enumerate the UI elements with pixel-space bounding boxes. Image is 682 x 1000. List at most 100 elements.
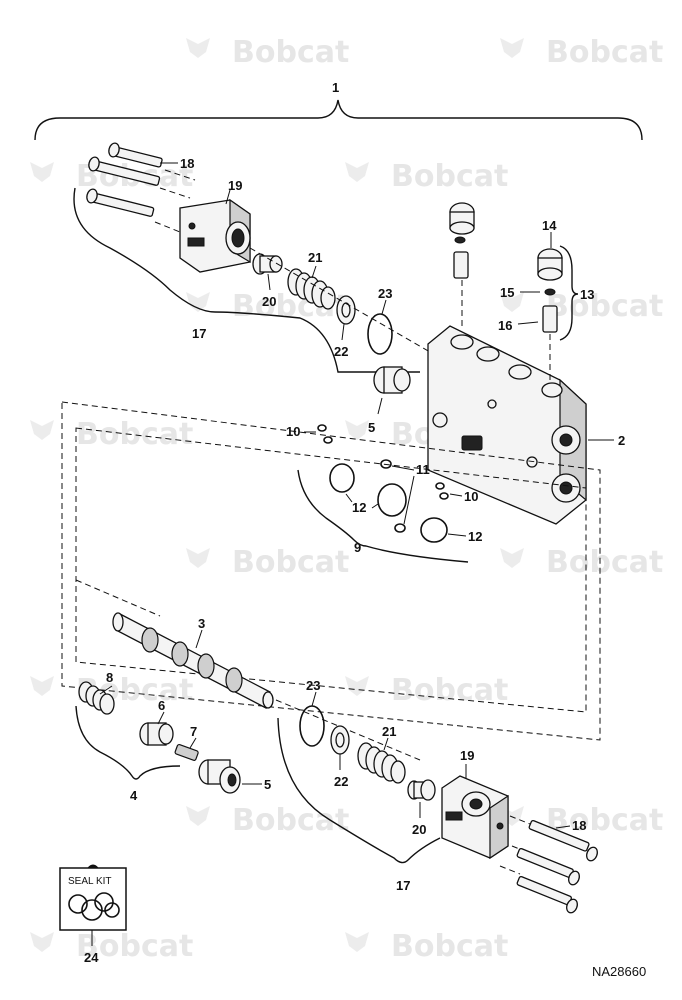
alignment-frame-outer <box>61 401 601 741</box>
plug-5-upper <box>373 366 411 394</box>
callout-10-lower: 10 <box>464 489 478 504</box>
leader-23-upper <box>381 299 387 315</box>
bolts-18-upper <box>86 142 196 233</box>
watermark-logo <box>186 38 210 58</box>
callout-13: 13 <box>580 287 594 302</box>
callout-21-upper: 21 <box>308 250 322 265</box>
callout-23-upper: 23 <box>378 286 392 301</box>
leader-11 <box>391 465 415 525</box>
leader-23-lower <box>311 691 317 707</box>
cap-14 <box>537 248 563 281</box>
callout-4: 4 <box>130 788 138 803</box>
watermark-logo <box>500 292 524 312</box>
callout-20-lower: 20 <box>412 822 426 837</box>
cap-6 <box>139 722 174 746</box>
watermark-text: Bobcat <box>546 289 663 324</box>
watermark-text: Bobcat <box>76 417 193 452</box>
leader-7 <box>189 737 197 749</box>
watermark-text: Bobcat <box>546 803 663 838</box>
leader-22-upper <box>341 323 345 341</box>
retainer-20-upper <box>252 253 283 275</box>
leader-21-upper <box>311 265 317 279</box>
callout-2: 2 <box>618 433 625 448</box>
leader-18-lower <box>555 825 571 829</box>
callout-3: 3 <box>198 616 205 631</box>
leader-12 <box>345 493 467 537</box>
seal-10-lower <box>435 482 449 500</box>
plug-5-lower <box>198 759 241 794</box>
callout-23-lower: 23 <box>306 678 320 693</box>
watermark-logo <box>186 806 210 826</box>
watermark-text: Bobcat <box>232 545 349 580</box>
callout-12-c: 12 <box>468 529 482 544</box>
drawing-reference: NA28660 <box>592 964 646 979</box>
alignment-frame-inner <box>75 427 587 713</box>
washer-22-upper <box>336 295 356 325</box>
callout-11: 11 <box>416 462 430 477</box>
brace-item-9 <box>297 469 469 563</box>
callout-19-lower: 19 <box>460 748 474 763</box>
watermark-text: Bobcat <box>232 35 349 70</box>
leader-6 <box>157 711 165 725</box>
leader-10-lower <box>449 493 463 497</box>
leader-8 <box>99 685 113 695</box>
callout-21-lower: 21 <box>382 724 396 739</box>
seal-15 <box>544 288 556 296</box>
callout-16: 16 <box>498 318 512 333</box>
watermark-logo <box>345 162 369 182</box>
callout-7: 7 <box>190 724 197 739</box>
watermark-logo <box>345 676 369 696</box>
washer-22-lower <box>330 725 350 755</box>
leader-20-upper <box>267 273 271 291</box>
brace-item-17-lower <box>277 717 441 864</box>
brace-item-1 <box>34 99 643 141</box>
callout-5-upper: 5 <box>368 420 375 435</box>
spring-8 <box>78 681 115 715</box>
retainer-20-lower <box>407 779 436 801</box>
o-ring-23-lower <box>299 705 325 747</box>
watermark-logo <box>30 420 54 440</box>
callout-24: 24 <box>84 950 99 965</box>
callout-12-a: 12 <box>352 500 366 515</box>
relief-cartridge <box>449 202 475 279</box>
axis-line-lower <box>75 579 421 761</box>
brace-item-4 <box>75 705 181 780</box>
watermark-logo <box>345 932 369 952</box>
leader-5-upper <box>377 397 383 415</box>
spring-7 <box>174 743 199 761</box>
leader-19-upper <box>225 189 231 205</box>
seals-11 <box>380 459 406 533</box>
callout-22-upper: 22 <box>334 344 348 359</box>
brace-item-17-upper <box>73 187 420 373</box>
watermark-logo <box>186 292 210 312</box>
callout-17-upper: 17 <box>192 326 206 341</box>
seal-10-upper <box>317 424 333 444</box>
watermark-logo <box>30 932 54 952</box>
bolts-18-lower <box>499 815 598 914</box>
callout-18-upper: 18 <box>180 156 194 171</box>
callout-15: 15 <box>500 285 514 300</box>
seal-kit-label: SEAL KIT <box>68 876 112 887</box>
callout-9: 9 <box>354 540 361 555</box>
leader-16 <box>517 321 539 325</box>
callout-17-lower: 17 <box>396 878 410 893</box>
spring-21-upper <box>287 268 336 310</box>
end-cap-19-lower <box>441 775 509 860</box>
end-cap-19-upper <box>179 198 251 273</box>
watermark-logo <box>500 548 524 568</box>
spool-3 <box>112 612 274 709</box>
callout-19-upper: 19 <box>228 178 242 193</box>
watermark-text: Bobcat <box>76 929 193 964</box>
watermark-logo <box>30 676 54 696</box>
callout-1: 1 <box>332 80 339 95</box>
callout-22-lower: 22 <box>334 774 348 789</box>
axis-line-upper <box>249 247 431 353</box>
leader-3 <box>195 629 203 649</box>
callout-20-upper: 20 <box>262 294 276 309</box>
brace-item-13 <box>559 245 579 341</box>
seal-kit-24: SEAL KIT <box>59 864 127 931</box>
watermark-logo <box>500 38 524 58</box>
o-ring-23-upper <box>367 313 393 355</box>
leader-21-lower <box>383 737 389 751</box>
